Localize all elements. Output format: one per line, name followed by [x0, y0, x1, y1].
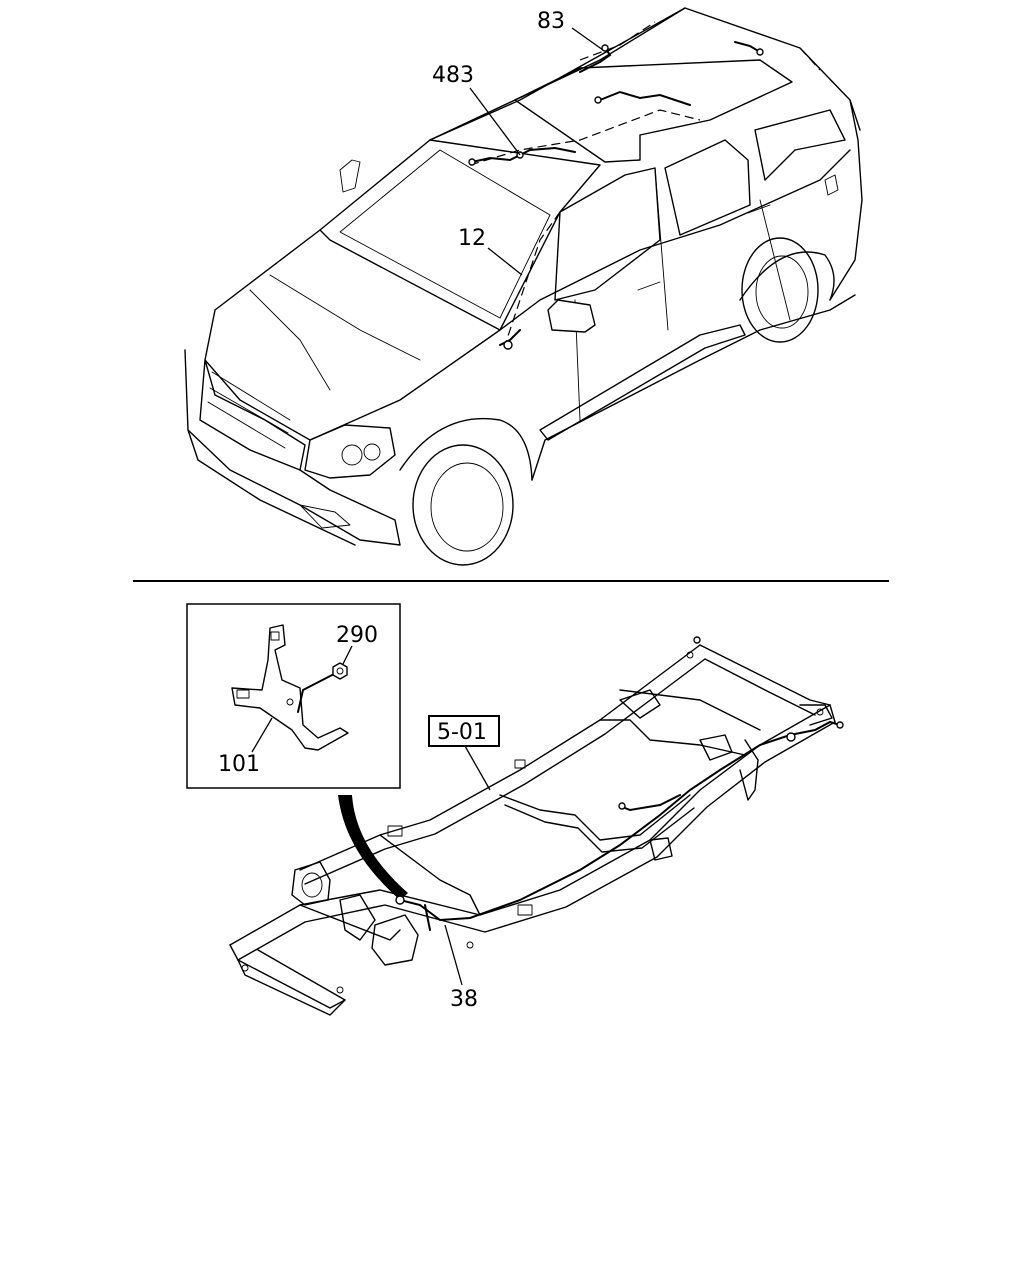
chassis-frame-illustration: [229, 636, 844, 1016]
callout-38-label: 38: [450, 987, 478, 1012]
callout-12-label: 12: [458, 226, 486, 251]
callout-38: 38: [444, 924, 478, 1012]
callout-483: 483: [432, 63, 521, 156]
suv-body-illustration: [184, 7, 863, 566]
inset-detail-box: 290 101: [186, 603, 401, 789]
callout-483-label: 483: [432, 63, 474, 88]
detail-pointer-arrow: [338, 795, 408, 900]
callout-101-label: 101: [218, 752, 260, 777]
callout-5-01-label: 5-01: [437, 720, 487, 745]
nut-icon: [332, 662, 348, 680]
callout-83-label: 83: [537, 9, 565, 34]
callout-5-01: 5-01: [428, 715, 500, 791]
callout-83: 83: [537, 9, 604, 51]
callout-12: 12: [458, 226, 523, 276]
callout-290-label: 290: [336, 623, 378, 648]
